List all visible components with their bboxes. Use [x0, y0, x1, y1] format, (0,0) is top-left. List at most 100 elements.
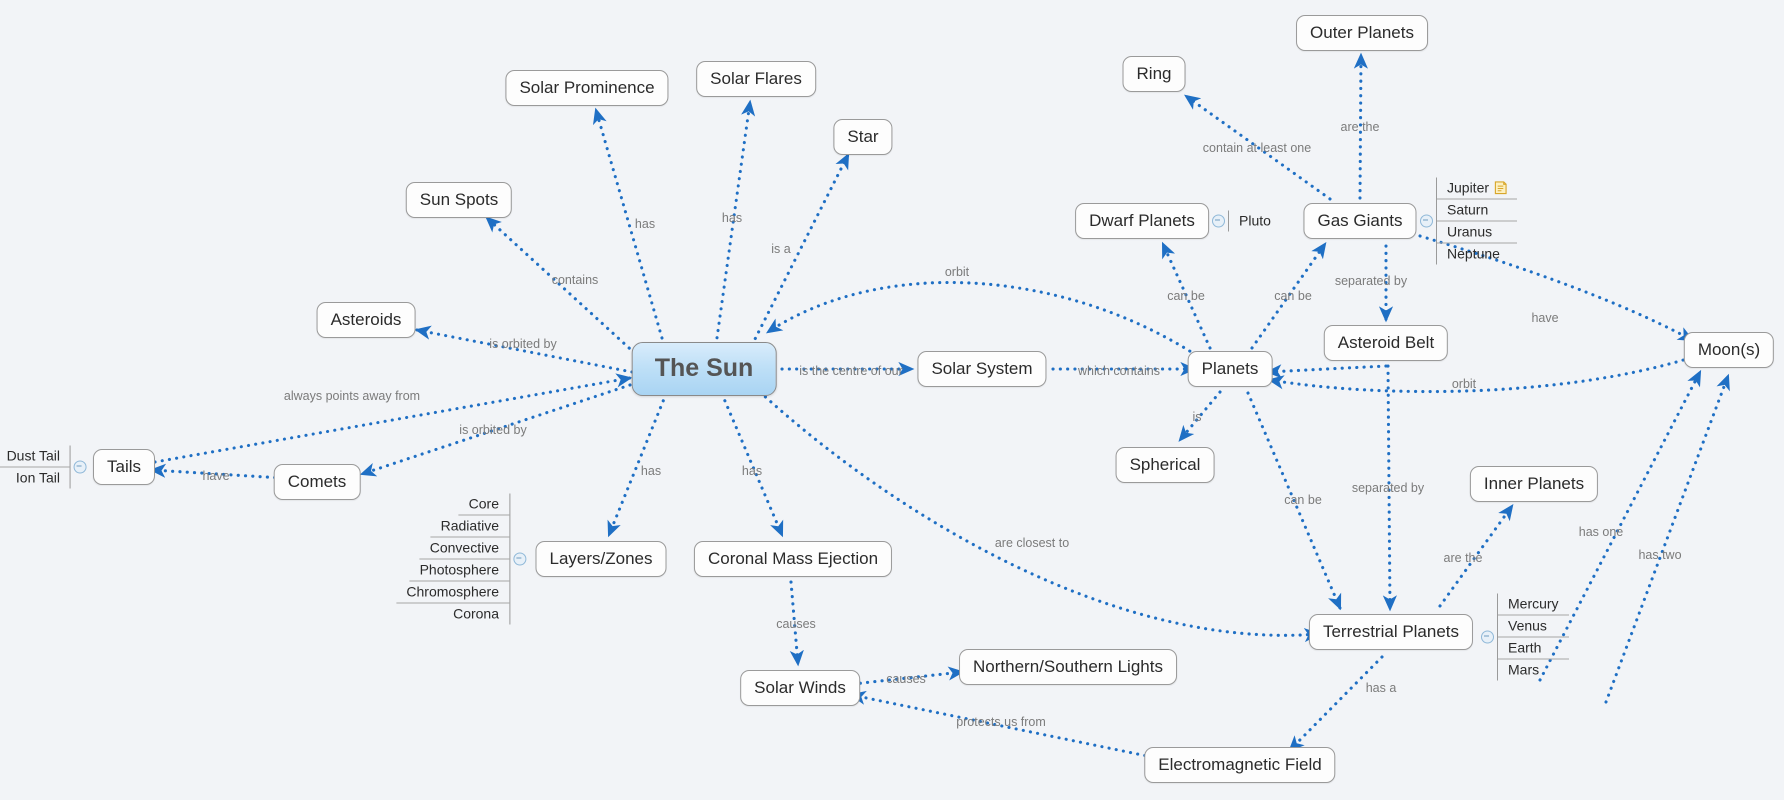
edge-label-solar-winds-causes-ns-lights: causes [886, 672, 926, 686]
node-asteroid_belt[interactable]: Asteroid Belt [1323, 325, 1449, 361]
edge-label-moons-orbit-planets: orbit [1451, 377, 1477, 391]
sub-item-label: Corona [453, 605, 499, 622]
note-icon[interactable] [1494, 180, 1507, 195]
collapse-toggle-icon[interactable] [74, 460, 87, 474]
sub-item-dust-tail[interactable]: Dust Tail [0, 446, 70, 468]
bracket-items: Pluto [1228, 210, 1281, 232]
node-solar_winds[interactable]: Solar Winds [740, 670, 860, 706]
edge-label-sun-is-orbited-by-asteroids: is orbited by [489, 337, 557, 351]
sub-item-label: Chromosphere [406, 583, 499, 600]
node-sun[interactable]: The Sun [631, 342, 777, 396]
sub-item-label: Dust Tail [6, 447, 60, 464]
node-dwarf_planets[interactable]: Dwarf Planets [1075, 203, 1209, 239]
sub-item-core[interactable]: Core [458, 494, 509, 516]
collapse-toggle-icon[interactable] [1420, 214, 1433, 228]
node-inner_planets[interactable]: Inner Planets [1469, 466, 1599, 502]
sub-item-label: Uranus [1447, 223, 1493, 240]
node-solar_prominence[interactable]: Solar Prominence [505, 70, 669, 106]
edge-moons-orbit-planets [1267, 356, 1692, 394]
sub-item-label: Core [468, 495, 499, 512]
sub-item-jupiter[interactable]: Jupiter [1437, 178, 1518, 200]
sub-item-saturn[interactable]: Saturn [1437, 200, 1518, 222]
node-layers_zones[interactable]: Layers/Zones [535, 541, 667, 577]
sub-item-pluto[interactable]: Pluto [1229, 211, 1281, 232]
edge-label-planets-orbit-sun: orbit [944, 265, 970, 279]
sub-item-earth[interactable]: Earth [1498, 638, 1569, 660]
node-solar_flares[interactable]: Solar Flares [696, 61, 816, 97]
node-terrestrial[interactable]: Terrestrial Planets [1308, 614, 1474, 650]
sub-item-venus[interactable]: Venus [1498, 616, 1569, 638]
edge-planets-orbit-sun [765, 280, 1198, 357]
edge-label-sun-are-closest-to-terrestrial: are closest to [994, 536, 1070, 550]
edge-asteroid-belt-to-planets [1265, 364, 1388, 379]
sub-item-mars[interactable]: Mars [1498, 660, 1569, 681]
edge-label-terrestrial-are-the-inner-planets: are the [1443, 551, 1483, 565]
sub-item-label: Pluto [1239, 212, 1271, 229]
node-gas_giants[interactable]: Gas Giants [1303, 203, 1417, 239]
node-solar_system[interactable]: Solar System [917, 351, 1047, 387]
node-asteroids[interactable]: Asteroids [316, 302, 416, 338]
collapse-toggle-icon[interactable] [1212, 214, 1225, 228]
edge-label-gas-giants-contain-at-least-one-ring: contain at least one [1202, 141, 1312, 155]
sub-item-label: Convective [429, 539, 499, 556]
edge-label-planets-can-be-gas-giants: can be [1274, 289, 1312, 303]
sub-item-uranus[interactable]: Uranus [1437, 222, 1518, 244]
collapse-toggle-icon[interactable] [1481, 630, 1494, 644]
edge-label-em-field-protects-us-from-solar-winds: protects us from [956, 715, 1046, 729]
sub-item-label: Neptune [1447, 245, 1500, 262]
edge-label-terrestrial-has-a-em-field: has a [1365, 681, 1397, 695]
edge-label-gas-giants-are-the-outer-planets: are the [1340, 120, 1380, 134]
node-outer_planets[interactable]: Outer Planets [1296, 15, 1428, 51]
sub-item-label: Ion Tail [15, 469, 60, 486]
node-star[interactable]: Star [833, 119, 893, 155]
edge-label-earth-has-one-moon: has one [1578, 525, 1624, 539]
sub-item-neptune[interactable]: Neptune [1437, 244, 1517, 265]
edge-label-sun-is-the-centre-of-our-solar-system: is the centre of our [799, 364, 903, 378]
sub-item-ion-tail[interactable]: Ion Tail [6, 468, 70, 489]
collapse-toggle-icon[interactable] [513, 552, 526, 566]
node-em_field[interactable]: Electromagnetic Field [1144, 747, 1336, 783]
node-planets[interactable]: Planets [1187, 351, 1273, 387]
edge-label-solar-system-which-contains-planets: which contains [1078, 364, 1160, 378]
edge-label-sun-has-solar-prominence: has [634, 217, 656, 231]
node-spherical[interactable]: Spherical [1115, 447, 1215, 483]
sub-item-label: Earth [1508, 639, 1542, 656]
edge-label-tails-always-points-away-from-sun: always points away from [283, 389, 421, 403]
edge-mars-has-two-moons [1604, 373, 1730, 704]
edge-label-asteroid-belt-separated-by-gas-giants: separated by [1334, 274, 1408, 288]
node-ring[interactable]: Ring [1122, 56, 1186, 92]
edge-label-asteroid-belt-separated-by-terrestrial: separated by [1351, 481, 1425, 495]
sub-item-photosphere[interactable]: Photosphere [409, 560, 509, 582]
edge-label-cme-causes-solar-winds: causes [776, 617, 816, 631]
node-tails[interactable]: Tails [92, 449, 156, 485]
sub-item-label: Jupiter [1447, 179, 1490, 196]
node-comets[interactable]: Comets [273, 464, 361, 500]
edge-label-planets-can-be-dwarf-planets: can be [1167, 289, 1205, 303]
node-cme[interactable]: Coronal Mass Ejection [693, 541, 893, 577]
sub-item-mercury[interactable]: Mercury [1498, 594, 1569, 616]
node-moons[interactable]: Moon(s) [1683, 332, 1775, 368]
edge-label-comets-is-orbited-by-sun: is orbited by [459, 423, 527, 437]
sub-item-convective[interactable]: Convective [419, 538, 509, 560]
sub-item-label: Mars [1508, 661, 1540, 678]
sub-item-corona[interactable]: Corona [443, 604, 509, 625]
node-sun_spots[interactable]: Sun Spots [405, 182, 513, 218]
sub-item-label: Mercury [1508, 595, 1559, 612]
edge-sun-is-a-star [750, 152, 850, 347]
edge-terrestrial-has-a-em-field [1288, 655, 1384, 752]
edge-label-sun-has-layers-zones: has [640, 464, 662, 478]
edge-label-comets-have-tails: have [202, 469, 230, 483]
node-ns_lights[interactable]: Northern/Southern Lights [959, 649, 1177, 685]
sub-item-label: Radiative [440, 517, 499, 534]
edge-sun-are-closest-to-terrestrial [758, 390, 1321, 643]
edge-label-sun-contains-sun-spots: contains [551, 273, 599, 287]
sub-item-radiative[interactable]: Radiative [430, 516, 509, 538]
sub-item-chromosphere[interactable]: Chromosphere [396, 582, 509, 604]
